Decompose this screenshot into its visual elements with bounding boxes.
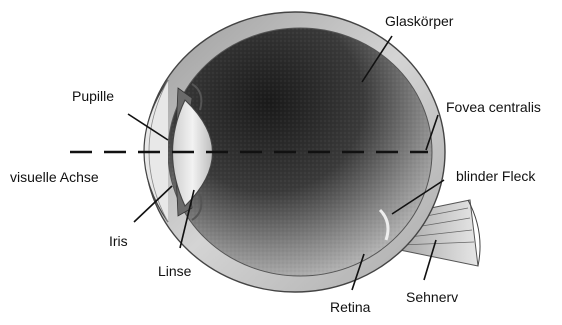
label-glaskorper: Glaskörper — [385, 13, 454, 29]
label-linse: Linse — [158, 263, 192, 279]
label-blinder-fleck: blinder Fleck — [456, 168, 536, 184]
label-retina: Retina — [330, 299, 371, 315]
label-iris: Iris — [109, 233, 128, 249]
label-pupille: Pupille — [72, 88, 114, 104]
label-sehnerv: Sehnerv — [406, 289, 458, 305]
label-fovea: Fovea centralis — [446, 99, 541, 115]
label-visuelle-achse: visuelle Achse — [10, 169, 99, 185]
